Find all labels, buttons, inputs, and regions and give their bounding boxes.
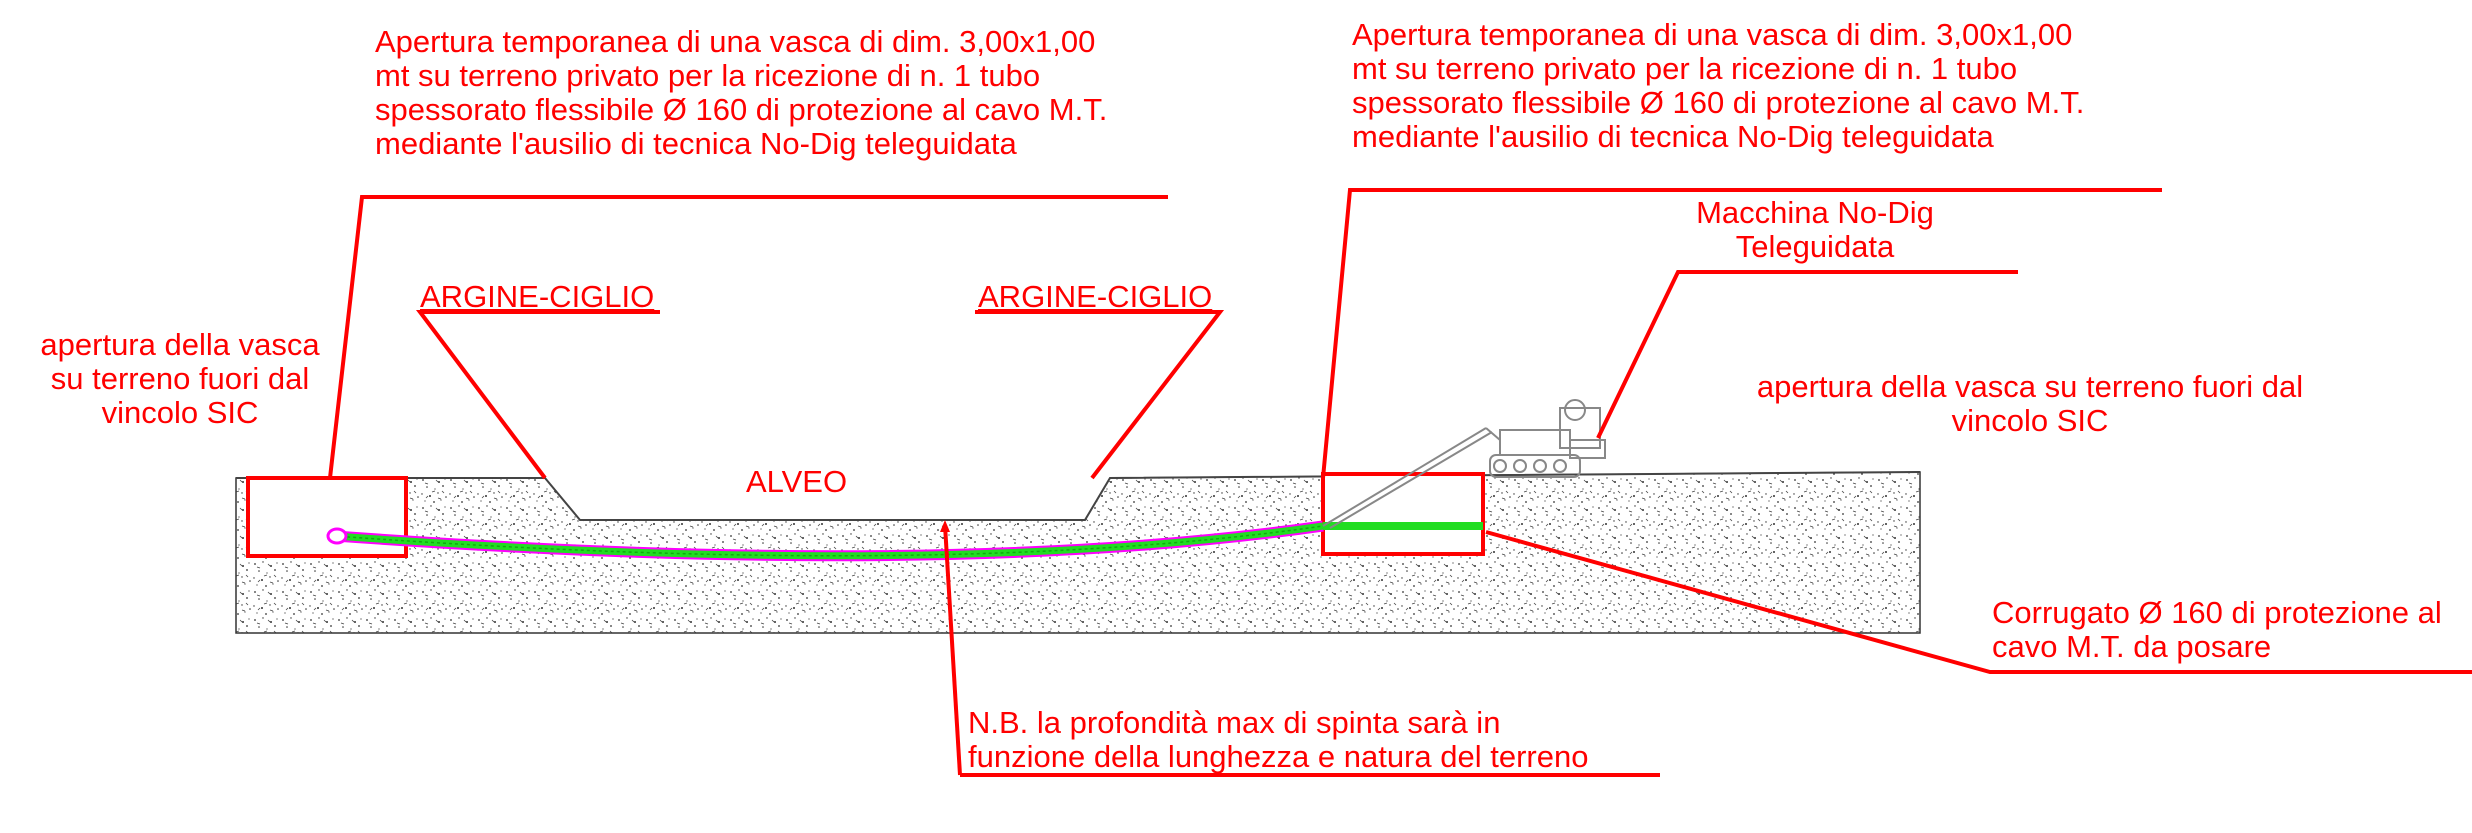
- label-alveo: ALVEO: [746, 464, 848, 499]
- leader-top-right: [1321, 188, 2162, 479]
- pipe-outline-inner: [334, 525, 1324, 557]
- label-machine: Macchina No-Dig Teleguidata: [1696, 195, 1934, 264]
- label-top-right: Apertura temporanea di una vasca di dim.…: [1352, 17, 2085, 154]
- pipe-end-left: [326, 527, 348, 545]
- label-argine-right: ARGINE-CIGLIO: [978, 279, 1213, 314]
- leader-argine-left: [415, 310, 660, 480]
- leader-top-left: [328, 195, 1168, 479]
- nb-arrow: [940, 520, 950, 532]
- no-dig-machine: [1322, 399, 1606, 529]
- label-argine-left: ARGINE-CIGLIO: [420, 279, 655, 314]
- leader-machine: [1596, 270, 2018, 439]
- right-pit: [1321, 472, 1485, 556]
- label-left-vasca: apertura della vasca su terreno fuori da…: [40, 327, 320, 430]
- label-right-vasca: apertura della vasca su terreno fuori da…: [1756, 369, 2304, 438]
- ground-surface-line: [236, 471, 1921, 521]
- label-corrugato: Corrugato Ø 160 di protezione al cavo M.…: [1992, 595, 2442, 664]
- label-top-left: Apertura temporanea di una vasca di dim.…: [375, 24, 1108, 161]
- label-nb: N.B. la profondità max di spinta sarà in…: [968, 705, 1589, 774]
- leader-nb: [943, 524, 962, 776]
- leader-corrugato: [1485, 530, 2472, 674]
- leader-argine-right: [975, 310, 1225, 480]
